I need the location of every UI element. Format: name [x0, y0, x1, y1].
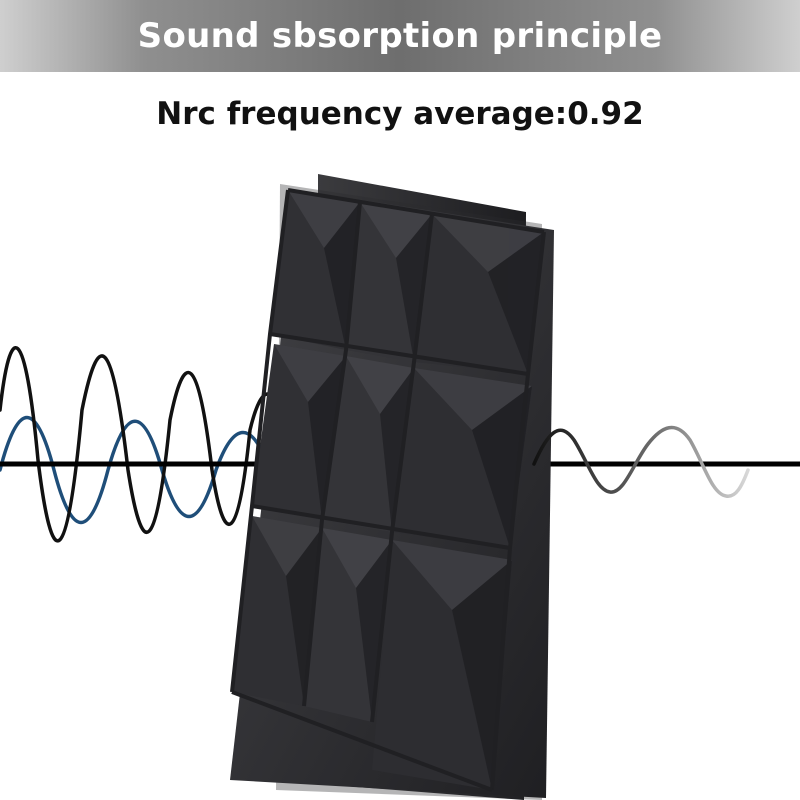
black-wave: [0, 345, 316, 543]
banner-title: Sound sbsorption principle: [137, 16, 663, 56]
transmitted-sound-wave: [532, 425, 750, 498]
acoustic-foam-panel: [230, 174, 554, 800]
nrc-average-label: Nrc frequency average:0.92: [156, 96, 644, 132]
title-banner: Sound sbsorption principle: [0, 0, 800, 72]
